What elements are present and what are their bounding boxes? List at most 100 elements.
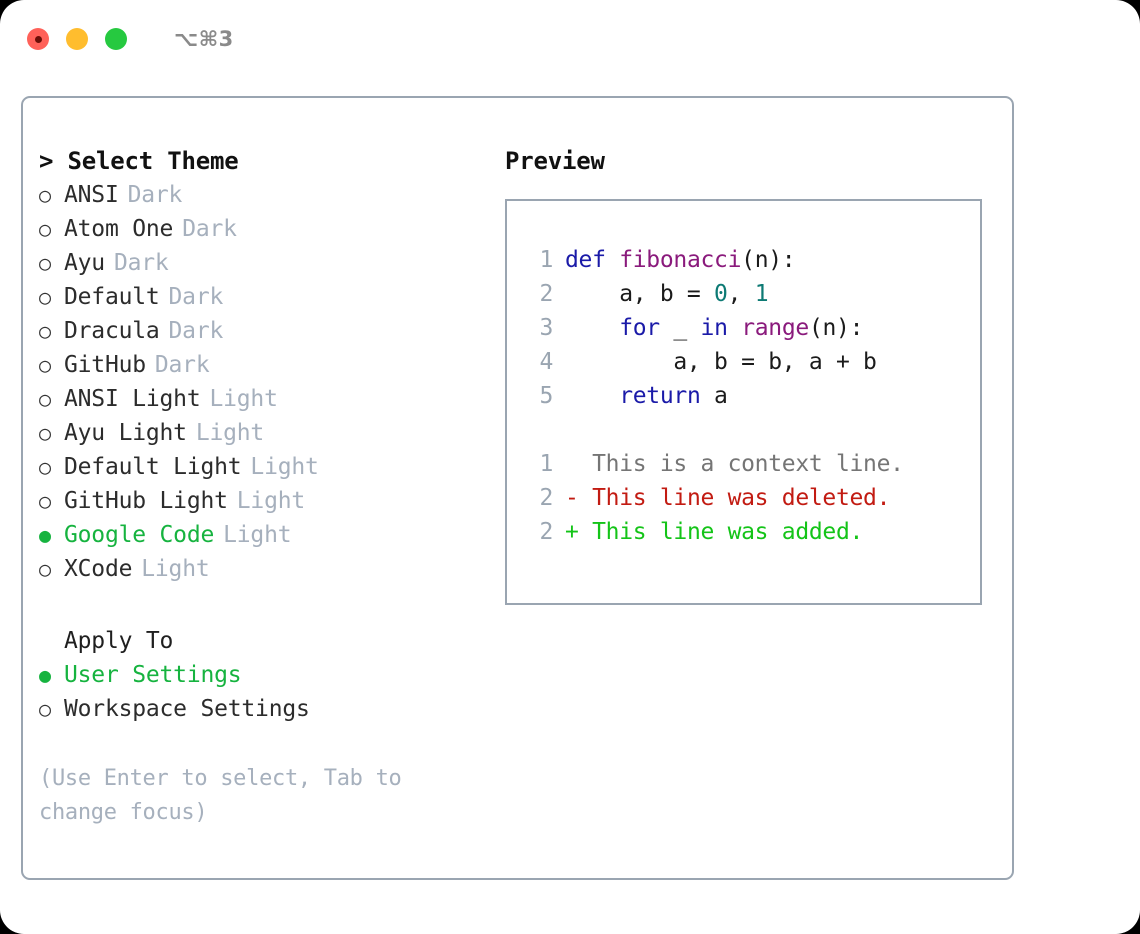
code-diff-spacer <box>521 413 980 447</box>
radio-unselected-icon: ○ <box>39 489 51 513</box>
theme-option-label: Dracula <box>64 318 160 344</box>
code-token-kw: def <box>565 247 620 273</box>
diff-line-text: This is a context line. <box>578 451 904 477</box>
apply-to-option-label: User Settings <box>64 662 242 688</box>
code-line: 1 def fibonacci(n): <box>521 243 980 277</box>
theme-variant-badge: Dark <box>127 182 183 208</box>
code-line-text: a, b = 0, 1 <box>565 277 768 311</box>
theme-option-label: Ayu Light <box>64 420 187 446</box>
radio-unselected-icon: ○ <box>39 353 51 377</box>
code-token-pl: a, b = b, a + b <box>565 349 877 375</box>
code-token-pl: a <box>700 383 728 409</box>
line-number: 1 <box>539 247 553 273</box>
apply-to-option-user-settings[interactable]: ● User Settings <box>39 658 493 692</box>
code-token-kw: in <box>700 315 728 341</box>
diff-line-text: This line was added. <box>578 519 864 545</box>
line-number: 5 <box>539 383 553 409</box>
code-token-num: 0 <box>714 281 728 307</box>
radio-unselected-icon: ○ <box>39 217 51 241</box>
minimize-button-icon[interactable] <box>66 28 88 50</box>
code-line: 4 a, b = b, a + b <box>521 345 980 379</box>
theme-option-ansi[interactable]: ○ ANSI Dark <box>39 178 493 212</box>
theme-variant-badge: Light <box>223 522 292 548</box>
code-token-kw: return <box>619 383 701 409</box>
apply-to-title: Apply To <box>64 628 174 654</box>
theme-option-label: Default Light <box>64 454 242 480</box>
keyboard-shortcut-label: ⌥⌘3 <box>174 27 234 51</box>
code-line-text: for _ in range(n): <box>565 311 863 345</box>
theme-option-label: GitHub <box>64 352 146 378</box>
theme-variant-badge: Light <box>236 488 306 514</box>
theme-variant-badge: Light <box>141 556 210 582</box>
code-line: 2 a, b = 0, 1 <box>521 277 980 311</box>
theme-option-default[interactable]: ○ Default Dark <box>39 280 493 314</box>
theme-variant-badge: Light <box>209 386 278 412</box>
code-token-pl <box>565 383 619 409</box>
zoom-button-icon[interactable] <box>105 28 127 50</box>
code-token-pl: (n): <box>741 247 796 273</box>
code-token-num: 1 <box>754 281 769 307</box>
title-bar: ⌥⌘3 <box>0 0 1140 78</box>
theme-option-label: Ayu <box>64 250 105 276</box>
line-number: 1 <box>539 451 553 477</box>
radio-unselected-icon: ○ <box>39 183 51 207</box>
theme-option-ayu-light[interactable]: ○ Ayu Light Light <box>39 416 493 450</box>
theme-variant-badge: Dark <box>168 284 224 310</box>
code-line-text: def fibonacci(n): <box>565 243 796 277</box>
close-button-icon[interactable] <box>27 28 49 50</box>
code-token-pl: (n): <box>808 315 864 341</box>
code-token-fn: fibonacci <box>619 247 742 273</box>
code-line-text: a, b = b, a + b <box>565 345 877 379</box>
radio-unselected-icon: ○ <box>39 285 51 309</box>
theme-option-ansi-light[interactable]: ○ ANSI Light Light <box>39 382 493 416</box>
code-token-pl <box>728 315 742 341</box>
line-number: 2 <box>539 519 553 545</box>
line-number: 4 <box>539 349 553 375</box>
traffic-lights <box>27 28 127 50</box>
code-line: 5 return a <box>521 379 980 413</box>
theme-option-github-light[interactable]: ○ GitHub Light Light <box>39 484 493 518</box>
theme-variant-badge: Dark <box>154 352 210 378</box>
diff-line: 2 + This line was added. <box>521 515 980 549</box>
radio-unselected-icon: ○ <box>39 455 51 479</box>
theme-option-label: GitHub Light <box>64 488 228 514</box>
line-number: 3 <box>539 315 553 341</box>
theme-variant-badge: Dark <box>113 250 169 276</box>
theme-option-github[interactable]: ○ GitHub Dark <box>39 348 493 382</box>
theme-option-label: ANSI Light <box>64 386 201 412</box>
radio-selected-icon: ● <box>39 523 51 547</box>
radio-unselected-icon: ○ <box>39 251 51 275</box>
code-line-text: return a <box>565 379 728 413</box>
apply-to-list[interactable]: ● User Settings ○Workspace Settings <box>39 658 493 726</box>
radio-unselected-icon: ○ <box>39 697 51 721</box>
theme-variant-badge: Light <box>195 420 265 446</box>
code-token-pl: _ <box>659 315 701 341</box>
radio-selected-icon: ● <box>39 663 51 687</box>
theme-option-label: ANSI <box>64 182 119 208</box>
theme-option-ayu[interactable]: ○ Ayu Dark <box>39 246 493 280</box>
preview-header: Preview <box>505 147 605 175</box>
radio-unselected-icon: ○ <box>39 421 51 445</box>
diff-marker: + <box>565 519 579 545</box>
radio-unselected-icon: ○ <box>39 557 51 581</box>
line-number: 2 <box>539 281 553 307</box>
radio-unselected-icon: ○ <box>39 319 51 343</box>
diff-line-text: This line was deleted. <box>578 485 891 511</box>
diff-sample: 1 This is a context line.2- This line wa… <box>521 447 980 549</box>
radio-unselected-icon: ○ <box>39 387 51 411</box>
theme-option-default-light[interactable]: ○ Default Light Light <box>39 450 493 484</box>
line-number: 2 <box>539 485 553 511</box>
code-token-pl: , <box>727 281 755 307</box>
theme-option-label: Default <box>64 284 160 310</box>
theme-variant-badge: Light <box>250 454 319 480</box>
apply-to-option-workspace-settings[interactable]: ○Workspace Settings <box>39 692 493 726</box>
